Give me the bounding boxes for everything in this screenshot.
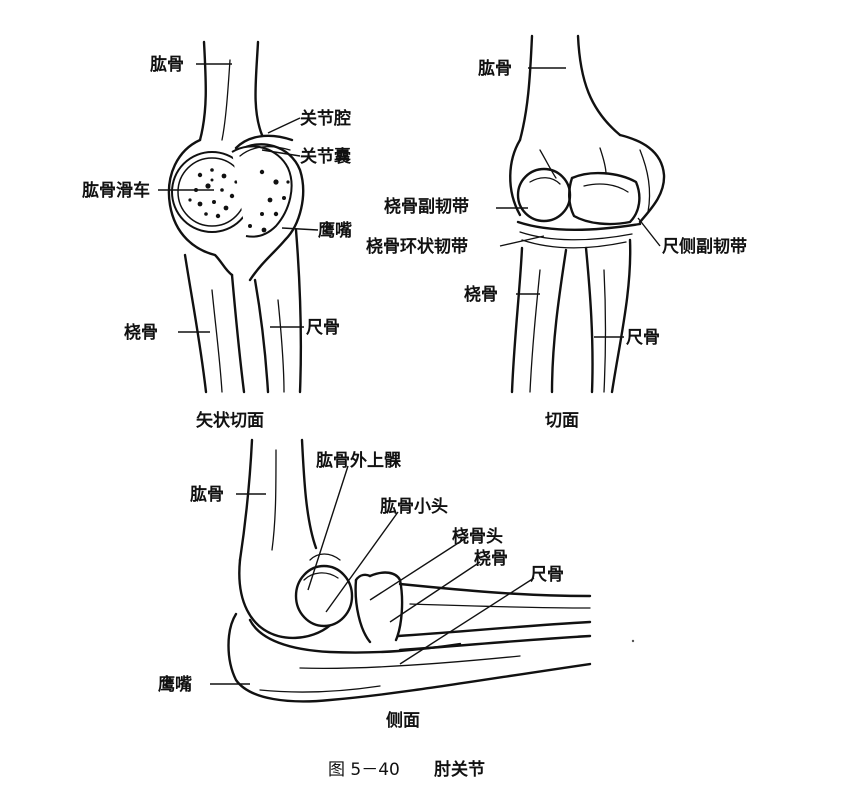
anterior-leader-lines	[496, 67, 661, 338]
print-speck	[631, 639, 635, 643]
anterior-ulnar-collateral-label: 尺侧副韧带	[662, 236, 747, 257]
sagittal-radius-label: 桡骨	[124, 322, 158, 343]
lateral-humerus-label: 肱骨	[190, 484, 224, 505]
anterior-ulna-label: 尺骨	[626, 328, 660, 348]
figure-title: 肘关节	[434, 759, 485, 780]
sagittal-olecranon-label: 鹰嘴	[318, 220, 352, 241]
anterior-radius-label: 桡骨	[464, 284, 498, 305]
sagittal-joint-cavity-label: 关节腔	[300, 108, 351, 129]
lateral-view-drawing	[227, 438, 592, 703]
sagittal-joint-capsule-label: 关节囊	[300, 146, 351, 167]
anterior-humerus-label: 肱骨	[478, 58, 512, 79]
sagittal-humerus-label: 肱骨	[150, 54, 184, 75]
sagittal-trochlea-label: 肱骨滑车	[82, 180, 150, 201]
lateral-radius-label: 桡骨	[474, 548, 508, 569]
anterior-view-drawing	[509, 34, 666, 394]
lateral-olecranon-label: 鹰嘴	[158, 674, 192, 695]
anterior-radial-collateral-label: 桡骨副韧带	[384, 196, 469, 217]
lateral-epicondyle-label: 肱骨外上髁	[316, 450, 402, 471]
sagittal-caption: 矢状切面	[196, 410, 264, 431]
sagittal-ulna-label: 尺骨	[306, 318, 340, 338]
lateral-ulna-label: 尺骨	[530, 565, 564, 585]
lateral-caption: 侧面	[386, 710, 420, 731]
anterior-annular-label: 桡骨环状韧带	[366, 236, 468, 257]
anterior-caption: 切面	[545, 411, 579, 431]
figure-number: 图 5－40	[328, 760, 400, 780]
lateral-radial-head-label: 桡骨头	[452, 526, 503, 547]
lateral-capitulum-label: 肱骨小头	[380, 496, 448, 517]
sagittal-leader-lines	[158, 63, 319, 333]
lateral-leader-lines	[210, 465, 535, 685]
sagittal-section-drawing	[167, 40, 305, 394]
